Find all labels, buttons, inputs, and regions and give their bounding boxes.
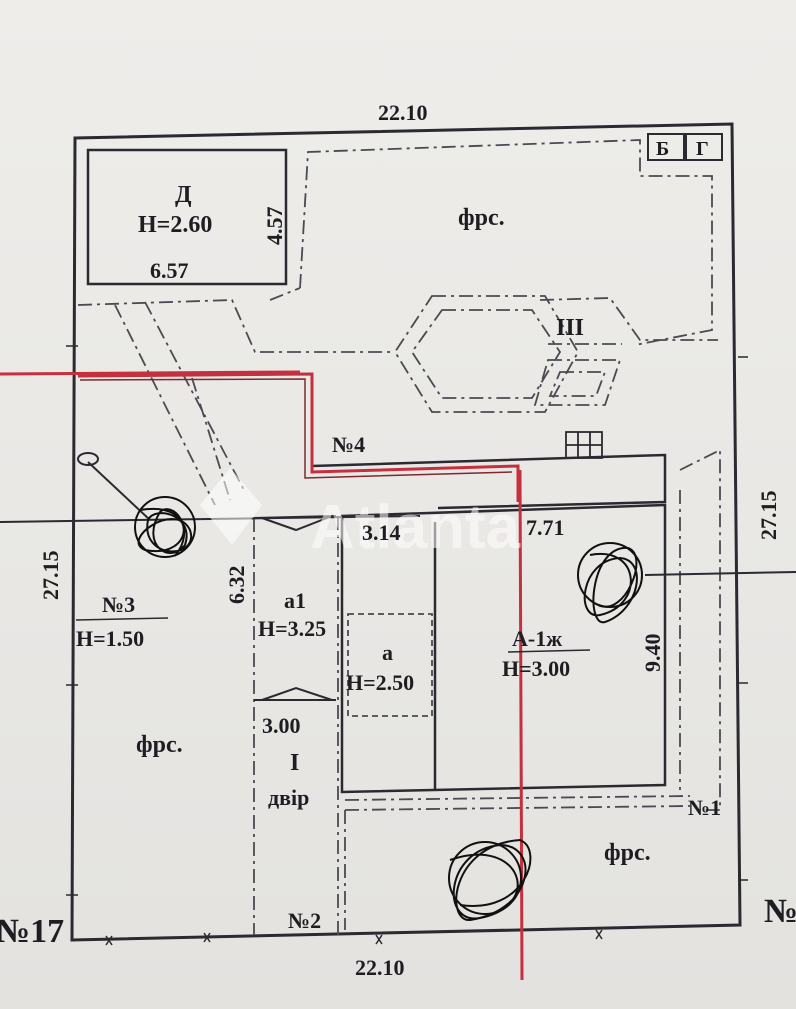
- zone-top-right: фрс.: [458, 205, 505, 231]
- building-d-width: 6.57: [150, 258, 189, 283]
- dim-bottom-width: 22.10: [355, 955, 405, 980]
- scribble-marker-bottom: [448, 838, 532, 922]
- marker-n4: №4: [332, 432, 365, 457]
- red-overlay-inner: [79, 378, 513, 479]
- corner-mark-b: Б: [656, 138, 669, 160]
- marker-n3: №3: [102, 592, 135, 617]
- dim-top-width: 22.10: [378, 100, 428, 125]
- porch-a-shape: [347, 613, 433, 717]
- scribble-marker-right: [577, 542, 643, 624]
- house-a-depth: 9.40: [640, 634, 665, 673]
- scribble-marker-left: [134, 496, 196, 558]
- corner-mark-g: Г: [696, 138, 709, 160]
- porch-a-letter: а: [382, 640, 393, 665]
- marker-n3-underline: [75, 617, 169, 621]
- red-overlay: [0, 370, 524, 981]
- house-a-width: 7.71: [526, 515, 565, 540]
- yard-width: 3.00: [262, 713, 301, 738]
- building-d-height: Н=2.60: [138, 212, 212, 238]
- fence-n3-height: Н=1.50: [76, 626, 144, 651]
- house-outline: [311, 453, 667, 794]
- canopy-a1-letter: а1: [284, 588, 306, 613]
- boundary-ticks: [66, 345, 748, 946]
- marker-n-edge: №: [764, 893, 796, 930]
- watermark: Atlanta: [310, 493, 521, 562]
- zone-left: фрс.: [136, 732, 183, 758]
- house-a-height: Н=3.00: [502, 656, 570, 681]
- marker-n2: №2: [288, 908, 321, 933]
- marker-n17: №17: [0, 913, 64, 950]
- house-a-underline: [507, 649, 591, 653]
- building-d: [86, 148, 288, 286]
- corner-marks: Б Г: [647, 133, 723, 161]
- porch-a-width: 3.14: [362, 520, 401, 545]
- watermark-logo-icon: [200, 468, 262, 545]
- porch-a-height: Н=2.50: [346, 670, 414, 695]
- house-a-letter: А-1ж: [512, 626, 562, 651]
- canopy-a1-height: Н=3.25: [258, 616, 326, 641]
- plot-boundary: [70, 122, 742, 942]
- stairs-icon: [565, 431, 603, 459]
- roman-three: III: [556, 315, 584, 341]
- building-d-depth: 4.57: [262, 207, 287, 246]
- yard-label: двір: [268, 785, 309, 810]
- dim-right-depth: 27.15: [756, 491, 781, 541]
- dim-left-depth: 27.15: [38, 551, 63, 601]
- canopy-a1-depth: 6.32: [224, 566, 249, 605]
- zone-bottom-right: фрс.: [604, 840, 651, 866]
- yard-roman: I: [290, 750, 299, 776]
- garden-paths: [77, 139, 721, 935]
- marker-n1: №1: [688, 795, 721, 820]
- survey-mark: [77, 452, 99, 466]
- building-d-letter: Д: [175, 182, 192, 208]
